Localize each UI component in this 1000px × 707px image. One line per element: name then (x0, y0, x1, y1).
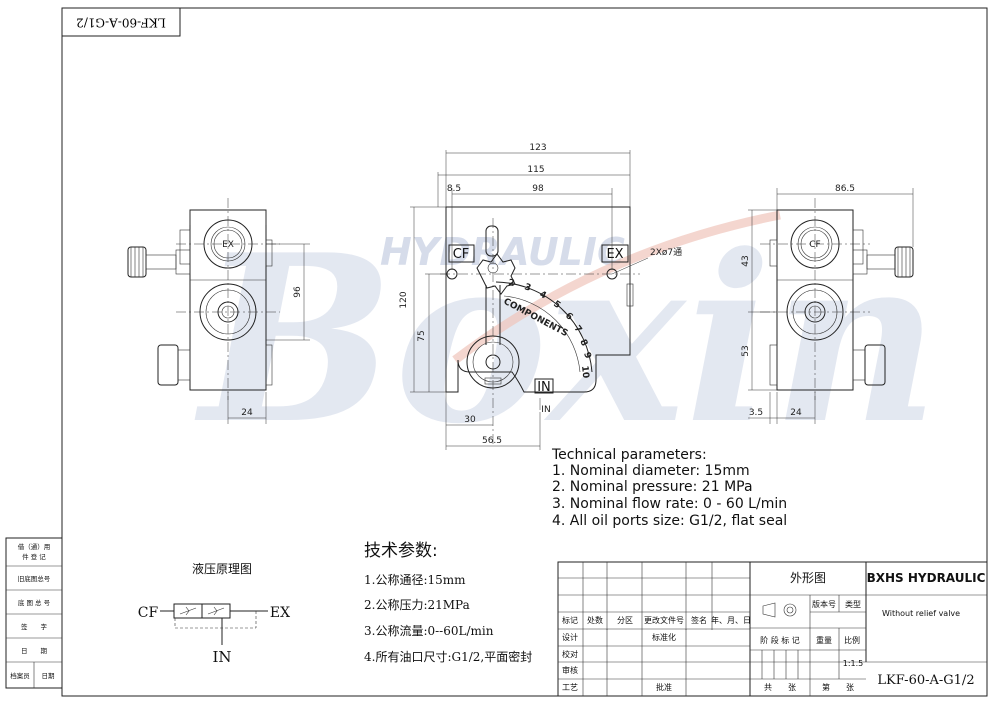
dim-115: 115 (527, 165, 544, 175)
right-view: CF 86.5 43 53 3.5 (741, 184, 914, 424)
schematic-cf: CF (138, 605, 159, 621)
stamp-box (61, 7, 181, 37)
tech-cn-item: 3.公称流量:0--60L/min (364, 624, 494, 638)
title-block: 标记 处数 分区 更改文件号 签名 年、月、日 设计 校对 审核 工艺 标准化 … (557, 561, 988, 697)
tb-stage-label: 阶 段 标 记 (760, 635, 800, 645)
left-view: EX 96 24 (127, 198, 310, 424)
dim-98: 98 (532, 184, 544, 194)
tb-version-label: 版本号 (812, 599, 836, 609)
left-dim-96: 96 (293, 286, 303, 298)
right-dim-24: 24 (790, 408, 802, 418)
projection-symbol (762, 602, 776, 618)
tb-header: 标记 (562, 615, 578, 625)
watermark-brand: HYDRAULIC (380, 230, 625, 274)
tb-weight-label: 重量 (816, 635, 832, 645)
dial-number: 6 (563, 311, 574, 323)
dial-number: 9 (581, 351, 592, 360)
tb-header: 处数 (587, 615, 603, 625)
tb-standardize: 标准化 (652, 632, 676, 642)
tb-sheet: 第 张 (822, 682, 854, 692)
tb-header: 签名 (691, 615, 707, 625)
side-table: 借（通）用 件 登 记 旧底图总号 底 图 总 号 签 字 日 期 档案员 日期 (5, 537, 63, 689)
lever-top (485, 225, 499, 257)
svg-text:日期: 日期 (42, 672, 56, 680)
svg-text:日 期: 日 期 (21, 647, 48, 655)
svg-text:签 字: 签 字 (21, 622, 48, 631)
dim-30: 30 (464, 415, 476, 425)
hydraulic-schematic: 液压原理图 CF EX IN (138, 561, 290, 666)
dim-56-5: 56.5 (482, 436, 502, 446)
svg-text:档案员: 档案员 (10, 671, 30, 680)
dial-number: 4 (538, 290, 548, 302)
tb-scale-label: 比例 (844, 635, 860, 645)
left-dim-24: 24 (241, 408, 253, 418)
dial-number: 8 (577, 338, 589, 348)
dim-120: 120 (399, 291, 409, 308)
right-knob (894, 246, 914, 278)
watermark-swoosh (452, 210, 781, 364)
tech-cn-item: 1.公称通径:15mm (364, 573, 466, 587)
tech-en-item: 3. Nominal flow rate: 0 - 60 L/min (552, 496, 787, 512)
port-label-ex: EX (606, 247, 623, 262)
tb-scale: 1:1.5 (843, 659, 864, 668)
port-label-in: IN (537, 380, 551, 395)
tb-row: 设计 (562, 632, 578, 642)
right-dim-53: 53 (741, 345, 751, 356)
right-dim-3-5: 3.5 (749, 408, 763, 418)
svg-text:旧底图总号: 旧底图总号 (18, 574, 51, 583)
tb-row: 工艺 (562, 683, 578, 692)
hole-note: 2Xø7通 (650, 247, 682, 258)
tech-params-en: Technical parameters: 1. Nominal diamete… (551, 447, 787, 529)
tb-header: 年、月、日 (711, 615, 751, 625)
schematic-ex: EX (270, 605, 290, 621)
tb-approve: 批准 (656, 682, 672, 692)
dial-number: 5 (551, 299, 562, 311)
in-label-below: IN (541, 405, 550, 415)
tb-total: 共 张 (764, 683, 796, 692)
tb-drawing-no: LKF-60-A-G1/2 (877, 673, 974, 688)
svg-text:件 登 记: 件 登 记 (22, 552, 46, 561)
port-label-cf: CF (453, 247, 470, 262)
dial-number: 7 (572, 324, 584, 335)
tb-header: 更改文件号 (644, 615, 684, 625)
right-dim-86-5: 86.5 (835, 184, 855, 194)
tb-type-label: 类型 (845, 599, 861, 609)
dial-number: 10 (579, 365, 590, 379)
tech-cn-item: 4.所有油口尺寸:G1/2,平面密封 (364, 649, 532, 664)
dial-number: 3 (523, 282, 532, 293)
sheet-border (61, 7, 988, 697)
stamp-text: LKF-60-A-G1/2 (76, 16, 166, 30)
schematic-in: IN (212, 648, 231, 666)
tech-en-item: 2. Nominal pressure: 21 MPa (552, 479, 753, 495)
left-ex-port-label: EX (222, 240, 234, 250)
tech-params-cn: 技术参数: 1.公称通径:15mm 2.公称压力:21MPa 3.公称流量:0-… (364, 541, 532, 664)
tech-en-title: Technical parameters: (551, 447, 707, 463)
tech-en-item: 1. Nominal diameter: 15mm (552, 463, 750, 479)
tb-note: Without relief valve (882, 609, 960, 618)
tb-row: 审核 (562, 665, 578, 675)
right-dim-43: 43 (741, 255, 751, 266)
svg-text:底 图 总 号: 底 图 总 号 (18, 598, 51, 607)
tb-row: 校对 (562, 649, 578, 659)
dim-8-5: 8.5 (447, 184, 461, 194)
tech-cn-item: 2.公称压力:21MPa (364, 598, 470, 612)
tb-company: BXHS HYDRAULIC (867, 571, 986, 585)
dial-number: 2 (507, 278, 515, 289)
svg-text:借（通）用: 借（通）用 (18, 542, 51, 551)
tech-cn-title: 技术参数: (364, 541, 438, 561)
dial-numbers: 2 3 4 5 6 7 8 9 10 (507, 278, 592, 379)
lever-shaft (485, 285, 501, 345)
dim-123: 123 (529, 143, 546, 153)
right-cf-port-label: CF (809, 240, 820, 250)
tb-drawing-title: 外形图 (790, 571, 826, 585)
dim-75: 75 (417, 330, 427, 341)
schematic-title: 液压原理图 (192, 561, 252, 576)
tech-en-item: 4. All oil ports size: G1/2, flat seal (552, 513, 787, 529)
tb-header: 分区 (617, 616, 633, 625)
